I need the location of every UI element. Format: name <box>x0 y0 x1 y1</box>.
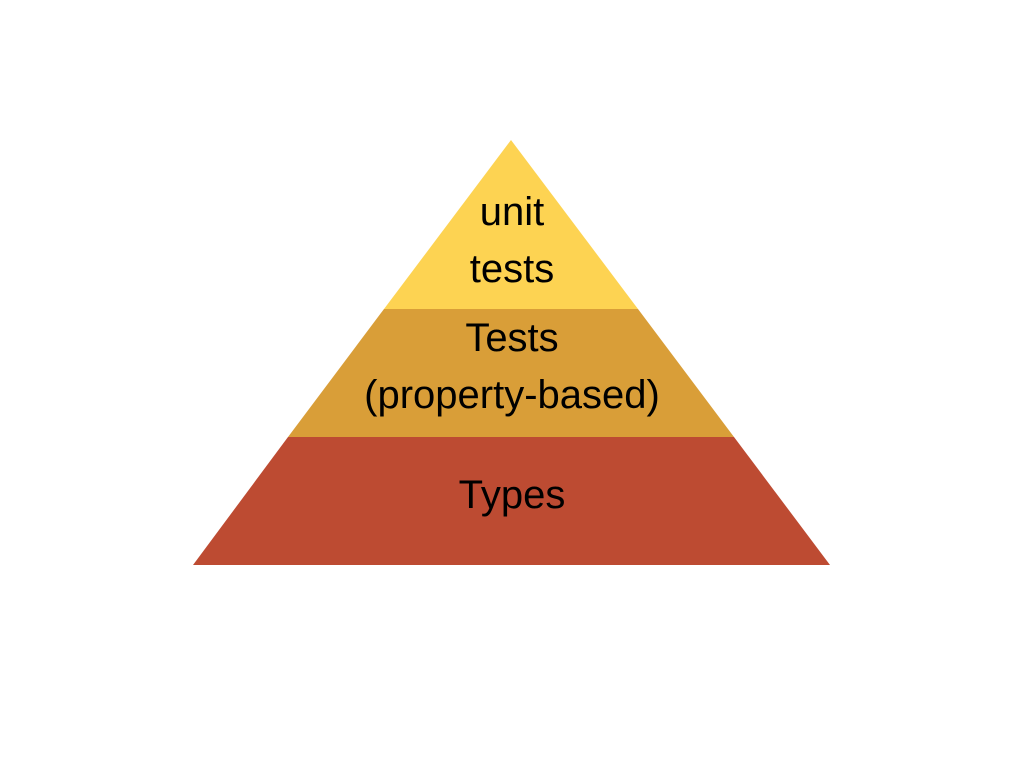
layer-label-top-line-2: tests <box>469 247 555 291</box>
pyramid-layer-top <box>384 140 638 309</box>
layer-label-middle-line-2: (property-based) <box>364 373 660 417</box>
layer-label-middle-line-1: Tests <box>465 316 559 360</box>
layer-label-middle: Tests (property-based) <box>0 310 1024 424</box>
pyramid-layer-middle <box>288 309 734 437</box>
layer-label-top-line-1: unit <box>479 190 545 234</box>
layer-label-bottom-line-1: Types <box>458 473 566 517</box>
layer-label-bottom: Types <box>0 467 1024 524</box>
layer-label-top: unit tests <box>0 184 1024 298</box>
pyramid-layer-bottom <box>193 437 830 565</box>
